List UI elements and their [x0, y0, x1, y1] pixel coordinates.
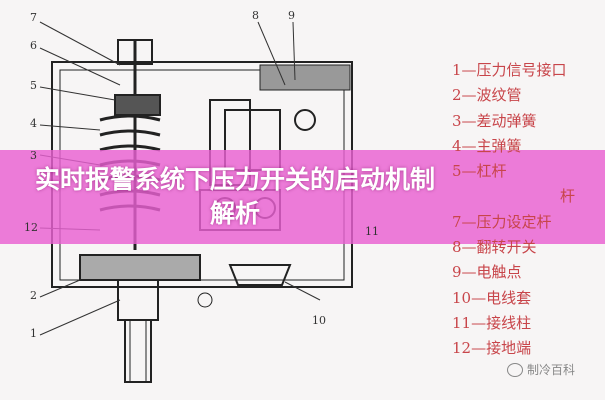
legend-item: 4—主弹簧 — [452, 136, 522, 155]
watermark-text: 制冷百科 — [526, 363, 575, 377]
legend-item: 1—压力信号接口 — [452, 61, 567, 79]
legend-item: 2—波纹管 — [452, 86, 522, 105]
legend-item: 7—压力设定杆 — [452, 212, 552, 231]
label-1: 1 — [30, 327, 37, 340]
legend-item: 9—电触点 — [452, 263, 522, 282]
legend-item: 8—翻转开关 — [452, 238, 537, 257]
label-11: 11 — [365, 225, 379, 238]
label-3: 3 — [30, 149, 37, 162]
legend-item: 杆 — [560, 187, 576, 206]
label-7: 7 — [30, 11, 37, 24]
label-2: 2 — [30, 289, 37, 302]
watermark: 制冷百科 — [506, 361, 575, 378]
legend-item: 5—杠杆 — [452, 162, 507, 181]
parts-legend: 1—压力信号接口 2—波纹管 3—差动弹簧 4—主弹簧 5—杠杆 杆 7—压力设… — [452, 58, 575, 362]
title-banner: 实时报警系统下压力开关的启动机制解析 — [0, 150, 605, 244]
label-9: 9 — [288, 9, 295, 22]
label-5: 5 — [30, 79, 37, 92]
legend-item: 10—电线套 — [452, 288, 532, 307]
legend-item: 11—接线柱 — [452, 313, 532, 332]
wechat-icon — [506, 362, 523, 377]
legend-item: 3—差动弹簧 — [452, 111, 537, 130]
legend-item: 12—接地端 — [452, 339, 532, 358]
label-8: 8 — [252, 9, 259, 22]
label-6: 6 — [30, 39, 37, 52]
label-10: 10 — [312, 314, 326, 327]
label-4: 4 — [30, 117, 37, 130]
page-title: 实时报警系统下压力开关的启动机制解析 — [34, 165, 435, 228]
label-12: 12 — [24, 221, 38, 234]
